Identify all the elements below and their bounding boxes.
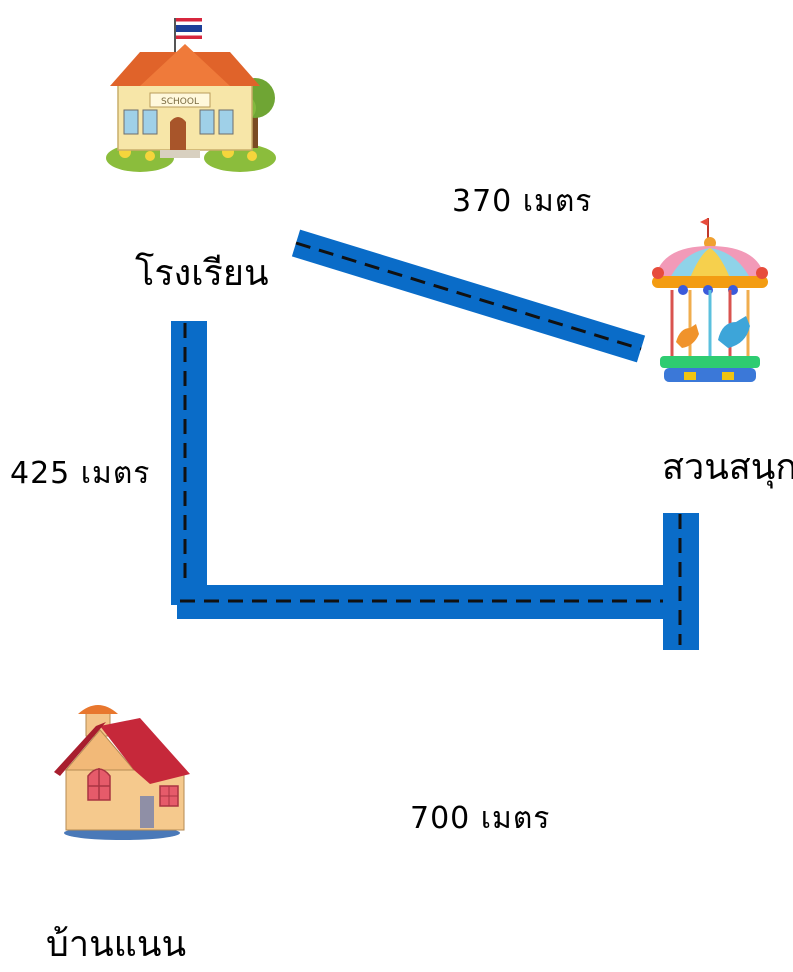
house-icon <box>54 705 190 840</box>
route-roads <box>171 229 699 650</box>
distance-school-to-park: 370 เมตร <box>452 184 593 219</box>
road-home-to-park <box>177 585 690 619</box>
amusement-park-label: สวนสนุก <box>662 447 793 488</box>
carousel-icon <box>652 218 768 382</box>
distance-home-to-park: 700 เมตร <box>410 801 551 836</box>
school-sign: SCHOOL <box>161 97 199 107</box>
school-label: โรงเรียน <box>135 253 269 294</box>
distance-school-to-home: 425 เมตร <box>10 456 151 491</box>
road-school-to-park <box>291 229 646 363</box>
home-label: บ้านแนน <box>46 924 187 965</box>
road-school-to-home <box>171 321 207 605</box>
school-building-icon: SCHOOL <box>106 18 276 172</box>
road-park-connector <box>663 513 699 650</box>
